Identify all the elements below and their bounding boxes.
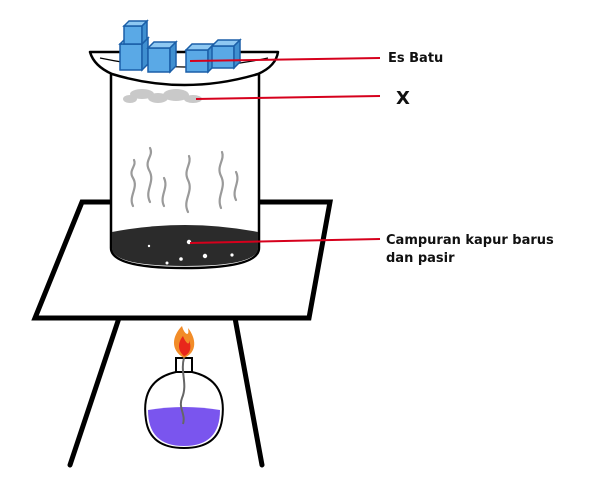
label-x: X: [396, 88, 410, 109]
beaker: [109, 70, 261, 270]
label-mixture-line2: dan pasir: [386, 251, 455, 266]
ice-cubes: [118, 19, 242, 74]
label-ice: Es Batu: [388, 51, 443, 66]
vapor-wisps: [130, 146, 239, 214]
tripod-legs: [67, 315, 265, 468]
spirit-liquid: [148, 407, 220, 446]
burner-wick: [179, 357, 186, 425]
pointer-lines: [189, 57, 381, 244]
camphor-sand-mixture: [112, 225, 258, 266]
flame: [174, 326, 195, 358]
sand-grains: [147, 239, 234, 265]
sublimate-deposit: [123, 89, 202, 103]
spirit-burner: [144, 357, 224, 450]
label-mixture-line1: Campuran kapur barus: [386, 233, 554, 248]
